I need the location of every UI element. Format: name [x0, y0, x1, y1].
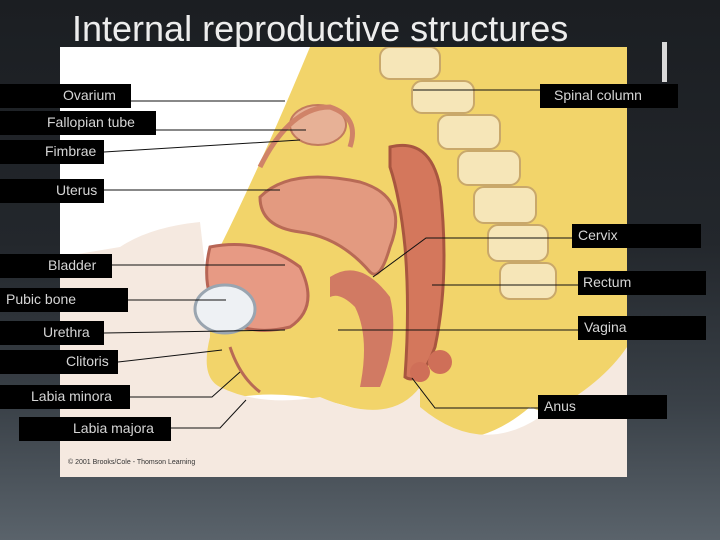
label-spinal-column: Spinal column: [540, 84, 678, 108]
label-bladder: Bladder: [0, 254, 112, 278]
labia-shape: [228, 346, 261, 394]
label-clitoris: Clitoris: [0, 350, 118, 374]
label-rectum: Rectum: [578, 271, 706, 295]
slide-title: Internal reproductive structures: [72, 8, 569, 49]
label-labia-majora: Labia majora: [19, 417, 171, 441]
accent-bar: [662, 42, 667, 82]
label-ovarium: Ovarium: [0, 84, 131, 108]
pubic-bone-shape: [193, 283, 257, 335]
label-vagina: Vagina: [578, 316, 706, 340]
vagina-shape: [330, 270, 394, 387]
copyright-text: © 2001 Brooks/Cole - Thomson Learning: [68, 459, 196, 466]
label-cervix: Cervix: [572, 224, 701, 248]
label-fimbrae: Fimbrae: [0, 140, 104, 164]
label-labia-minora: Labia minora: [0, 385, 130, 409]
label-anus: Anus: [538, 395, 667, 419]
label-uterus: Uterus: [0, 179, 104, 203]
label-urethra: Urethra: [0, 321, 104, 345]
label-fallopian-tube: Fallopian tube: [0, 111, 156, 135]
anus-shape: [410, 350, 452, 382]
label-pubic-bone: Pubic bone: [0, 288, 128, 312]
